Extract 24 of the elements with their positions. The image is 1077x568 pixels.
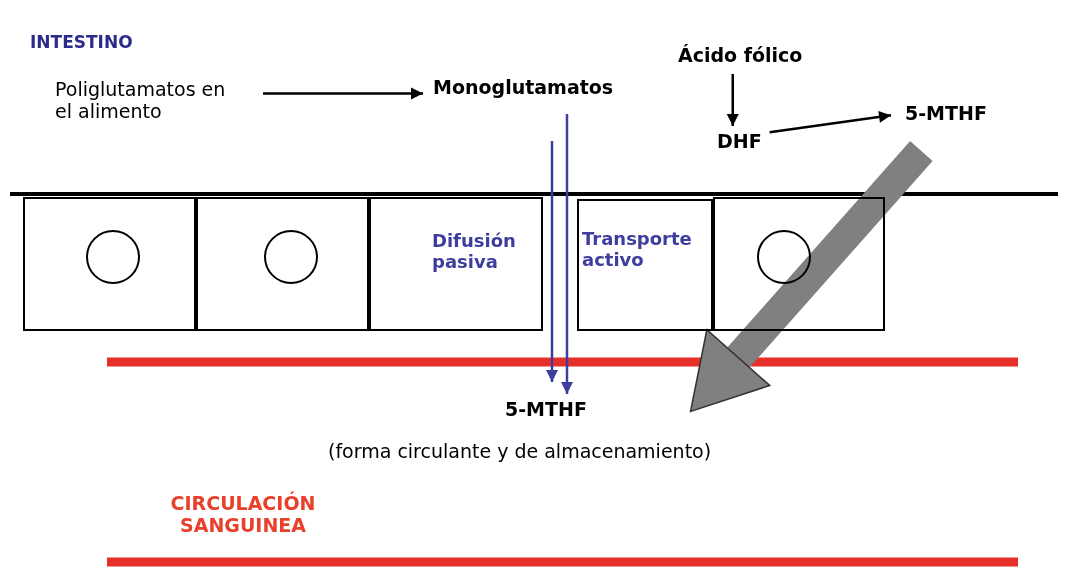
nucleus-circle bbox=[757, 230, 811, 284]
epithelial-cell bbox=[369, 197, 543, 331]
arrow bbox=[726, 74, 739, 126]
text-label: DHF bbox=[717, 130, 762, 152]
arrow bbox=[546, 141, 558, 382]
arrow bbox=[769, 110, 892, 134]
edge-label: Difusión pasiva bbox=[432, 230, 517, 272]
arrow bbox=[263, 87, 423, 100]
text-label: 5-MTHF bbox=[905, 102, 987, 124]
epithelial-cell bbox=[713, 197, 885, 331]
edge-label: Transporte activo bbox=[582, 228, 693, 270]
arrow bbox=[561, 114, 573, 394]
nucleus-circle bbox=[264, 230, 318, 284]
nucleus-circle bbox=[86, 230, 140, 284]
text-label: Monoglutamatos bbox=[433, 76, 614, 98]
text-label: 5-MTHF bbox=[505, 398, 587, 420]
region-title: INTESTINO bbox=[30, 32, 133, 52]
text-label: Ácido fólico bbox=[678, 44, 803, 66]
region-title: CIRCULACIÓN SANGUINEA bbox=[169, 492, 317, 536]
epithelial-cell bbox=[196, 197, 369, 331]
text-label: Poliglutamatos en el alimento bbox=[55, 78, 245, 122]
epithelial-cell bbox=[577, 199, 713, 331]
caption-text: (forma circulante y de almacenamiento) bbox=[328, 440, 712, 462]
epithelial-cell bbox=[23, 197, 196, 331]
